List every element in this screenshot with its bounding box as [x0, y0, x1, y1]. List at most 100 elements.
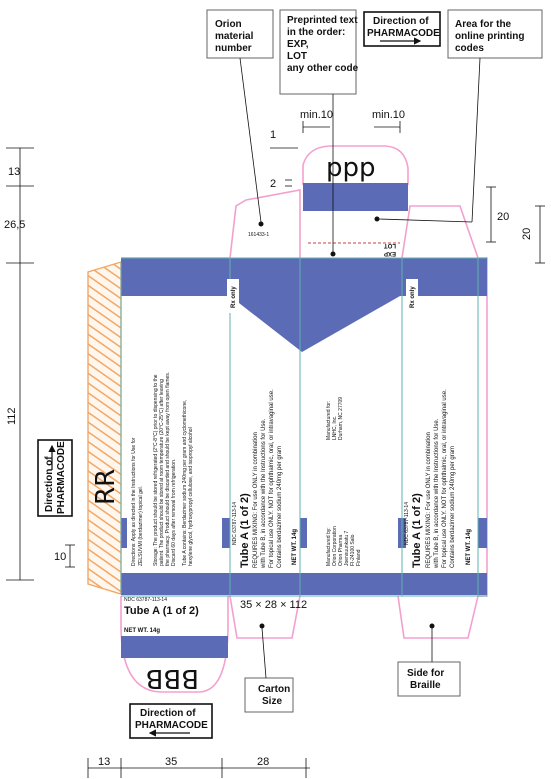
dim-bottom-35: 35 [165, 756, 177, 768]
preprinted-line: EXP, [287, 39, 309, 50]
panel-4-line: with Tube B, in accordance with the Inst… [434, 418, 440, 569]
rx-box-1 [227, 279, 239, 313]
panel-1-line: Storage: The product should be stored re… [153, 374, 159, 566]
panel-1-line: Tube A contains: Berdazimer sodium 240mg… [182, 400, 188, 566]
preprinted-line: any other code [287, 63, 359, 74]
lot-label: LOT [384, 242, 396, 248]
fold-lines [120, 257, 487, 597]
dim-left-10: 10 [54, 551, 66, 563]
dim-left-13: 13 [8, 166, 20, 178]
panel-2-net: NET WT. 14g [292, 529, 298, 565]
bottom-flap-ndc: NDC 63787-113-14 [124, 597, 167, 603]
panel-2-ndc: NDC 63787-113-14 [232, 502, 238, 545]
rx-only-1: Rx only [231, 286, 237, 308]
left-code: RR [91, 469, 121, 505]
braille-dot [429, 623, 435, 629]
panel-3-bottom-line: Manufactured by: [326, 527, 332, 566]
panel-4-line: REQUIRES MIXING: For use ONLY in combina… [426, 432, 432, 568]
panel-4-text: NDC 63787-113-14 Tube A (1 of 2) REQUIRE… [404, 389, 472, 569]
braille-line-2: Braille [410, 680, 441, 691]
braille-line-1: Side for [407, 668, 444, 679]
carton-size-text: 35 × 28 × 112 [240, 599, 307, 611]
panel-3-text: Manufactured for:LNHC, Inc.Durham, NC 27… [326, 397, 362, 566]
panel-4-title: Tube A (1 of 2) [411, 493, 423, 568]
direction-left-line-2: PHARMACODE [56, 441, 67, 514]
direction-bottom-line-1: Direction of [140, 708, 196, 719]
dim-right-20-inner: 20 [497, 211, 509, 223]
panel-1-line: hexylene glycol, hydroxypropyl cellulose… [188, 427, 194, 566]
carton-size-line-2: Size [262, 696, 282, 707]
panel-2-line: with Tube B, in accordance with the Inst… [261, 418, 267, 569]
preprinted-line: Preprinted text [287, 15, 358, 26]
dim-left-112: 112 [6, 407, 18, 425]
panel-3-top-line: Durham, NC 27709 [338, 397, 344, 440]
panel-4-net: NET WT. 14g [466, 529, 472, 565]
callout-braille: Side for Braille [397, 628, 461, 697]
panel-2-text: NDC 63787-113-14 Tube A (1 of 2) REQUIRE… [232, 389, 298, 569]
dim-right-20-outer: 20 [521, 228, 533, 240]
callout-carton-size: Carton Size [244, 627, 294, 713]
callout-direction-bottom: Direction of PHARMACODE [129, 703, 213, 739]
panel-1-line: Discard 60 days after removal from refri… [171, 459, 177, 566]
panel-3-bottom-line: Joensuunkatu 7 [344, 530, 350, 566]
online-line: online printing [455, 31, 524, 42]
panel-3-top-line: LNHC, Inc. [332, 416, 338, 440]
carton-size-line-1: Carton [258, 684, 290, 695]
panel-3-bottom-line: FI-24100 Salo [350, 534, 356, 566]
orion-line-2: material [215, 31, 254, 42]
panel-3-bottom-line: Finland [356, 549, 362, 566]
material-dot [258, 221, 264, 227]
bottom-flap-title: Tube A (1 of 2) [124, 605, 199, 617]
panel-1-line: the pharmacy. Product should be discarde… [165, 372, 171, 566]
rx-box-2 [406, 279, 418, 313]
dim-min-left: min.10 [300, 109, 333, 121]
panel-4-ndc: NDC 63787-113-14 [404, 502, 410, 545]
dim-one: 1 [270, 129, 276, 141]
direction-top-line-2: PHARMACODE [367, 28, 440, 39]
dim-bottom-13: 13 [98, 756, 110, 768]
callout-direction-top: Direction of PHARMACODE [363, 11, 441, 47]
panel-4-line: For topical use ONLY. NOT for ophthalmic… [442, 389, 448, 568]
dim-min-right: min.10 [372, 109, 405, 121]
glue-flap [87, 261, 122, 595]
dim-bottom-28: 28 [257, 756, 269, 768]
top-code: ppp [326, 153, 376, 183]
panel-1-text: Directions: Apply as directed in the Ins… [131, 372, 194, 566]
preprint-dot [330, 251, 336, 257]
online-dot [374, 216, 380, 222]
orion-line-1: Orion [215, 19, 242, 30]
panel-1-line: patient. The product should be stored at… [159, 379, 165, 566]
blue-bars [121, 183, 487, 658]
exp-label: EXP [384, 250, 396, 256]
panel-2-line: REQUIRES MIXING: For use ONLY in combina… [253, 432, 259, 568]
panel-3-bottom-line: Orion Pharma [338, 535, 344, 566]
material-number: 161433-1 [248, 232, 269, 238]
panel-1-line: Directions: Apply as directed in the Ins… [131, 437, 137, 566]
panel-3-bottom-line: Orion Corporation [332, 526, 338, 566]
orion-line-3: number [215, 43, 252, 54]
rx-only-2: Rx only [410, 286, 416, 308]
direction-bottom-line-2: PHARMACODE [135, 720, 208, 731]
callout-orion: Orion material number [206, 9, 274, 223]
online-line: Area for the [455, 19, 512, 30]
panel-3-top-line: Manufactured for: [326, 401, 332, 440]
online-line: codes [455, 43, 484, 54]
panel-2-line: Contains berdazimer sodium 240mg per gra… [277, 446, 283, 568]
preprinted-line: LOT [287, 51, 307, 62]
preprinted-line: in the order: [287, 27, 345, 38]
callout-direction-left: Direction of PHARMACODE [37, 439, 73, 517]
bottom-flap-net: NET WT. 14g [124, 628, 160, 634]
direction-left-line-1: Direction of [44, 456, 55, 512]
panel-4-line: Contains berdazimer sodium 240mg per gra… [450, 446, 456, 568]
dim-two: 2 [270, 178, 276, 190]
dim-left-26-5: 26,5 [4, 219, 25, 231]
dimension-lines [6, 121, 545, 778]
bottom-code: BBB [145, 663, 199, 693]
direction-top-line-1: Direction of [373, 16, 429, 27]
size-dot [259, 623, 265, 629]
panel-2-line: For topical use ONLY. NOT for ophthalmic… [269, 389, 275, 568]
